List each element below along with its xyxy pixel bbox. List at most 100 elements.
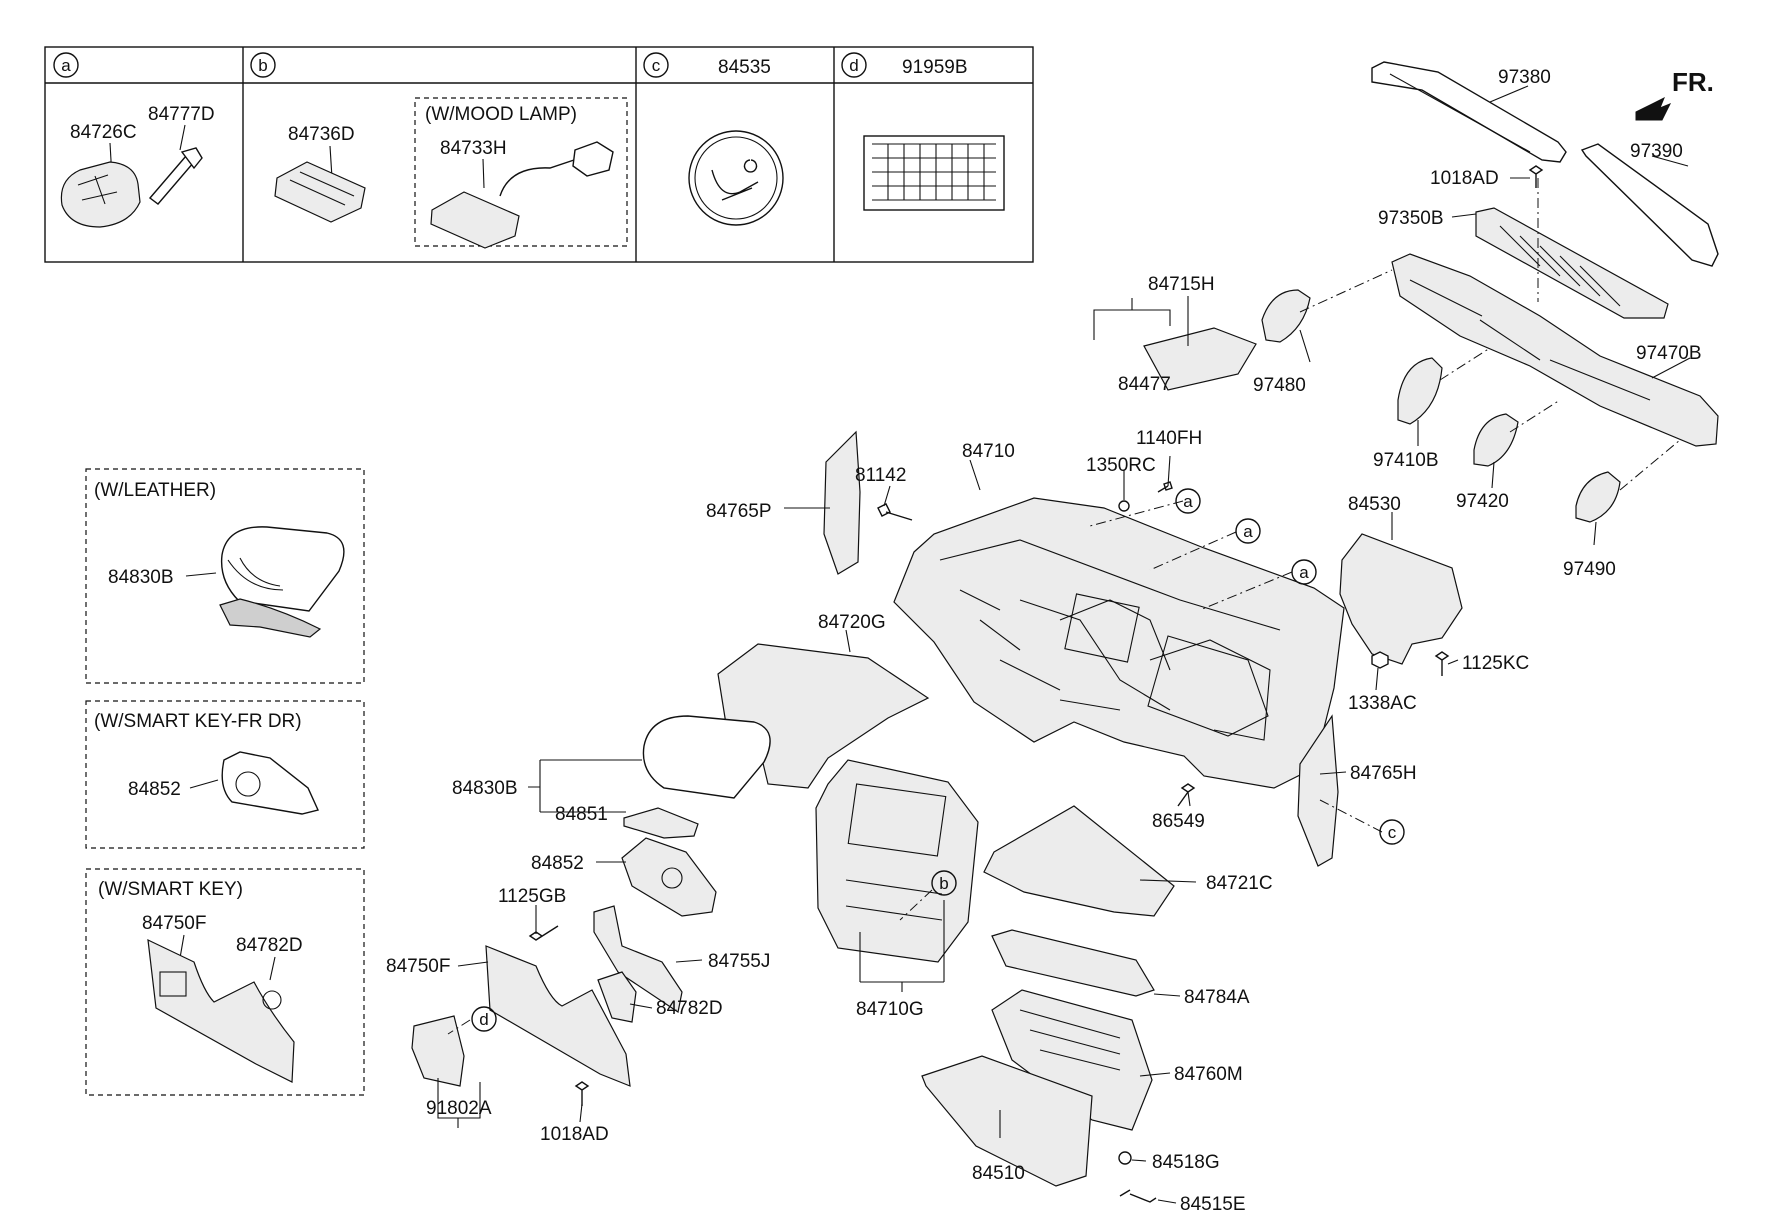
cluster-hood-drawing	[220, 526, 345, 612]
part-label: 91802A	[426, 1098, 492, 1119]
legend-cell-c: c 84535	[643, 52, 784, 226]
part-label: 84750F	[386, 956, 450, 977]
airbag-label-drawing	[688, 130, 784, 226]
part-label: 84852	[531, 853, 584, 874]
duct-97380-drawing	[1371, 61, 1567, 163]
callout-circle-b	[931, 870, 957, 896]
variant-box-smart-key-fr-dr: (W/SMART KEY-FR DR) 84852	[85, 700, 365, 849]
fastener-84515E-drawing	[1119, 1189, 1157, 1203]
callout-letter: a	[1183, 492, 1193, 511]
fastener-1125GB-drawing	[528, 925, 559, 941]
part-label: 1018AD	[1430, 168, 1499, 189]
part-label: 97380	[1498, 67, 1551, 88]
callout-circle-c	[1379, 819, 1405, 845]
callout-circle-a	[1175, 488, 1201, 514]
center-fascia-84710G-drawing	[815, 759, 979, 963]
vent-97420-drawing	[1473, 413, 1519, 467]
fuse-label-drawing	[863, 135, 1005, 211]
part-label: 97470B	[1636, 343, 1702, 364]
glove-box-84760M-drawing	[991, 989, 1153, 1131]
fastener-81142-drawing	[877, 503, 913, 521]
variant-box-leather: (W/LEATHER) 84830B	[85, 468, 365, 684]
front-direction-indicator: FR.	[1635, 67, 1714, 121]
part-label: 84782D	[656, 998, 723, 1019]
part-label: 84851	[555, 804, 608, 825]
callout-circles: a a a c b d	[471, 488, 1405, 1032]
legend-cell-b: b 84736D (W/MOOD LAMP) 84733H	[250, 52, 628, 249]
variant-title: (W/SMART KEY-FR DR)	[94, 711, 302, 732]
part-label: 84760M	[1174, 1064, 1243, 1085]
legend-letter: c	[652, 56, 661, 75]
part-label: 84755J	[708, 951, 770, 972]
part-label: 84715H	[1148, 274, 1215, 295]
cover-84765P-drawing	[823, 430, 861, 575]
duct-assembly	[1261, 61, 1719, 523]
part-label: 1125KC	[1462, 653, 1529, 674]
callout-circle	[643, 52, 669, 78]
switch-panel-drawing	[221, 751, 319, 815]
part-label: 97490	[1563, 559, 1616, 580]
clip-84518G-drawing	[1118, 1151, 1132, 1165]
fastener-86549-drawing	[1177, 783, 1196, 807]
leader-lines	[437, 85, 1691, 1204]
callout-circle-a	[1291, 559, 1317, 585]
bracket-84755J-drawing	[593, 905, 683, 1013]
cover-91802A-drawing	[411, 1015, 465, 1087]
part-label: 97410B	[1373, 450, 1439, 471]
hood-84830B-drawing	[642, 715, 771, 799]
arrow-icon	[1635, 96, 1672, 121]
part-label: 84852	[128, 779, 181, 800]
part-label: 1018AD	[540, 1124, 609, 1145]
panel-84852-drawing	[621, 837, 717, 917]
lower-panel-drawing	[147, 938, 295, 1083]
legend-letter: b	[258, 56, 267, 75]
glove-box-84510-drawing	[921, 1055, 1093, 1187]
part-label: 84736D	[288, 124, 355, 145]
callout-connectors	[447, 500, 1383, 1035]
part-label: 97390	[1630, 141, 1683, 162]
lamp-part-drawing	[274, 161, 366, 223]
callout-letter: a	[1243, 522, 1253, 541]
cover-84765H-drawing	[1297, 714, 1339, 867]
main-duct-97470B-drawing	[1391, 253, 1719, 447]
legend-cell-d: d 91959B	[841, 52, 1005, 211]
variant-box-smart-key: (W/SMART KEY) 84750F 84782D	[85, 868, 365, 1096]
part-label: 84477	[1118, 374, 1171, 395]
part-label: 1350RC	[1086, 455, 1156, 476]
crash-pad-84710	[893, 497, 1345, 789]
option-title: (W/MOOD LAMP)	[425, 104, 577, 125]
part-label: 84518G	[1152, 1152, 1220, 1173]
part-label: 84765H	[1350, 763, 1417, 784]
legend-table: a 84726C 84777D b 84736D (W/MOOD LAMP) 8…	[44, 46, 1034, 263]
part-label: 81142	[855, 465, 906, 486]
fastener-1018AD-bottom-drawing	[574, 1081, 590, 1106]
part-label: 84733H	[440, 138, 507, 159]
trim-84782D-drawing	[597, 971, 637, 1023]
part-label: 84750F	[142, 913, 206, 934]
variant-title: (W/LEATHER)	[94, 480, 216, 501]
part-label: 1125GB	[498, 886, 566, 907]
vent-97480-drawing	[1261, 289, 1311, 343]
part-label: 1338AC	[1348, 693, 1417, 714]
defroster-97350B-drawing	[1475, 207, 1669, 319]
callout-circle-d	[471, 1006, 497, 1032]
legend-header-part: 84535	[718, 57, 771, 78]
part-label: 1140FH	[1136, 428, 1202, 449]
nut-1350RC-drawing	[1118, 500, 1130, 512]
part-label: 84710	[962, 441, 1015, 462]
legend-header-part: 91959B	[902, 57, 968, 78]
fastener-1140FH-drawing	[1157, 481, 1173, 493]
part-labels: 97380 97390 1018AD 97350B 84715H 97480 9…	[386, 67, 1702, 1211]
part-label: 97420	[1456, 491, 1509, 512]
callout-letter: a	[1299, 563, 1309, 582]
callout-letter: b	[939, 874, 948, 893]
legend-letter: a	[61, 56, 71, 75]
legend-letter: d	[849, 56, 858, 75]
fastener-1018AD-drawing	[1528, 165, 1544, 188]
part-label: 84765P	[706, 501, 772, 522]
cover-84721C-drawing	[983, 805, 1175, 917]
panel-84715H-drawing	[1143, 327, 1257, 391]
vent-97410B-drawing	[1397, 357, 1443, 425]
duct-97390-drawing	[1580, 143, 1719, 267]
